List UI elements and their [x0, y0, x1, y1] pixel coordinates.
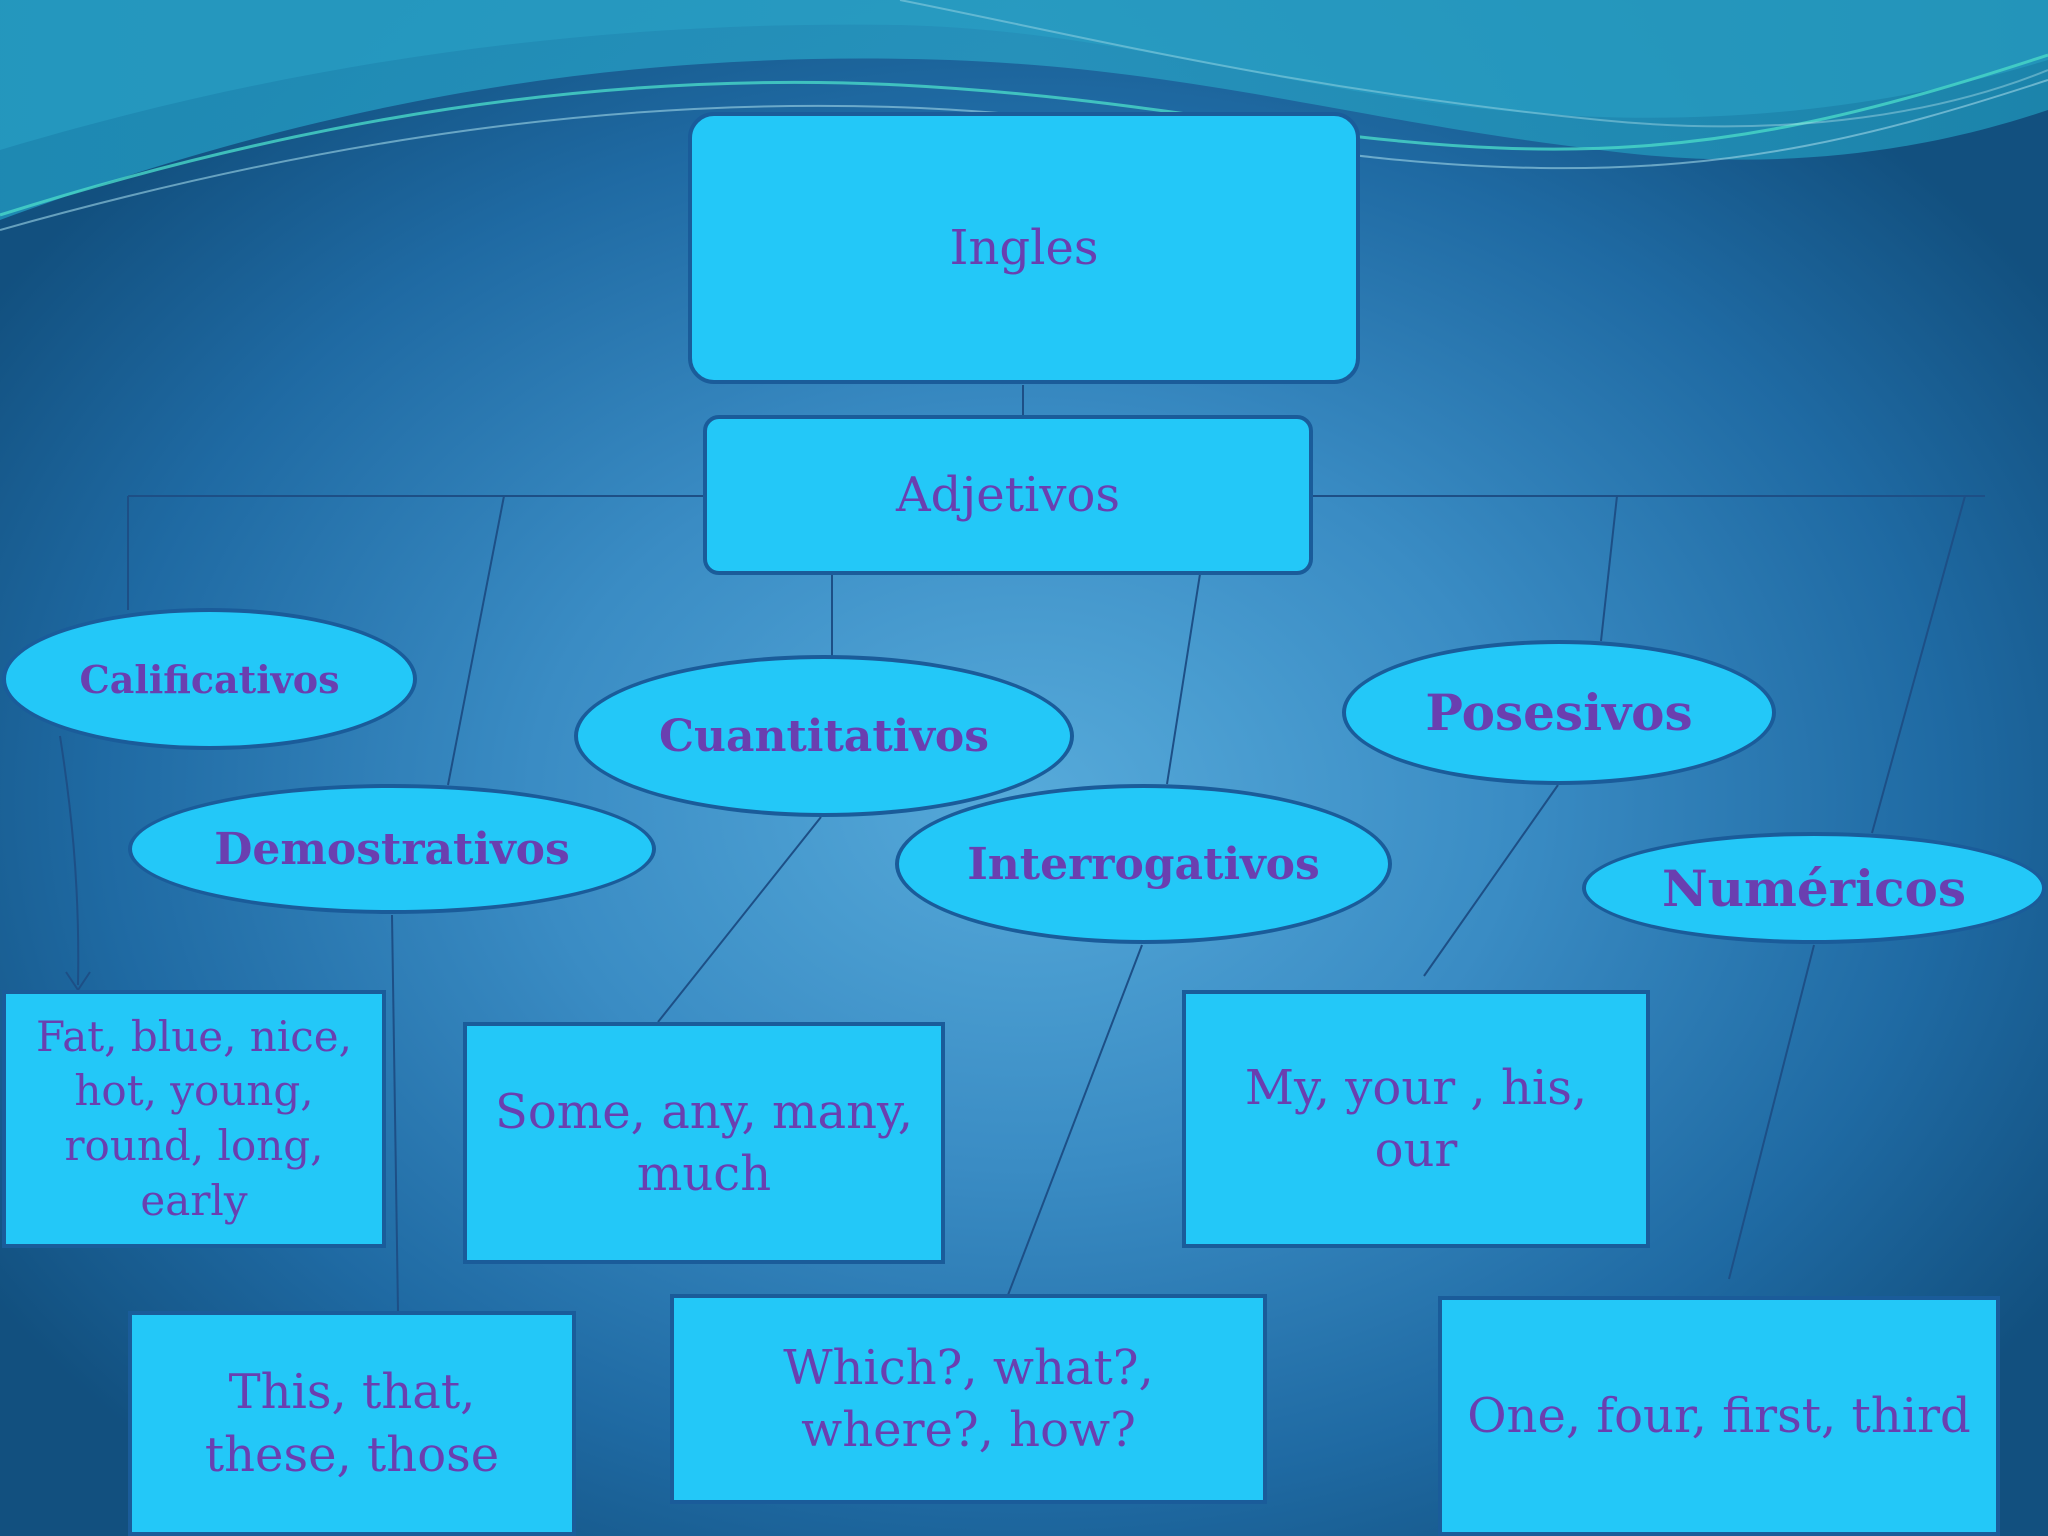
examples-demostrativos: This, that, these, those: [128, 1311, 576, 1536]
category-calificativos: Calificativos: [2, 608, 417, 750]
category-numericos: Numéricos: [1582, 832, 2046, 944]
examples-demostrativos-text: This, that, these, those: [204, 1364, 500, 1483]
examples-interrogativos: Which?, what?, where?, how?: [670, 1294, 1267, 1504]
category-cuantitativos: Cuantitativos: [574, 655, 1074, 817]
examples-posesivos-text: My, your , his, our: [1244, 1059, 1588, 1178]
node-center: Adjetivos: [703, 415, 1313, 575]
examples-numericos-text: One, four, first, third: [1467, 1387, 1971, 1444]
category-calificativos-label: Calificativos: [79, 656, 340, 702]
category-demostrativos-label: Demostrativos: [214, 823, 570, 875]
examples-cuantitativos: Some, any, many, much: [463, 1022, 945, 1264]
category-posesivos: Posesivos: [1342, 640, 1776, 785]
examples-cuantitativos-text: Some, any, many, much: [494, 1083, 914, 1202]
examples-interrogativos-text: Which?, what?, where?, how?: [783, 1339, 1154, 1458]
category-cuantitativos-label: Cuantitativos: [658, 710, 990, 762]
category-numericos-label: Numéricos: [1661, 858, 1967, 918]
node-center-label: Adjetivos: [896, 467, 1120, 523]
category-posesivos-label: Posesivos: [1425, 683, 1693, 742]
category-demostrativos: Demostrativos: [128, 784, 656, 914]
examples-calificativos: Fat, blue, nice, hot, young, round, long…: [2, 990, 386, 1248]
examples-numericos: One, four, first, third: [1438, 1296, 2000, 1536]
examples-calificativos-text: Fat, blue, nice, hot, young, round, long…: [35, 1011, 353, 1225]
category-interrogativos-label: Interrogativos: [967, 838, 1320, 890]
category-interrogativos: Interrogativos: [895, 784, 1392, 944]
node-root: Ingles: [688, 112, 1360, 384]
examples-posesivos: My, your , his, our: [1182, 990, 1650, 1248]
node-root-label: Ingles: [949, 220, 1099, 276]
